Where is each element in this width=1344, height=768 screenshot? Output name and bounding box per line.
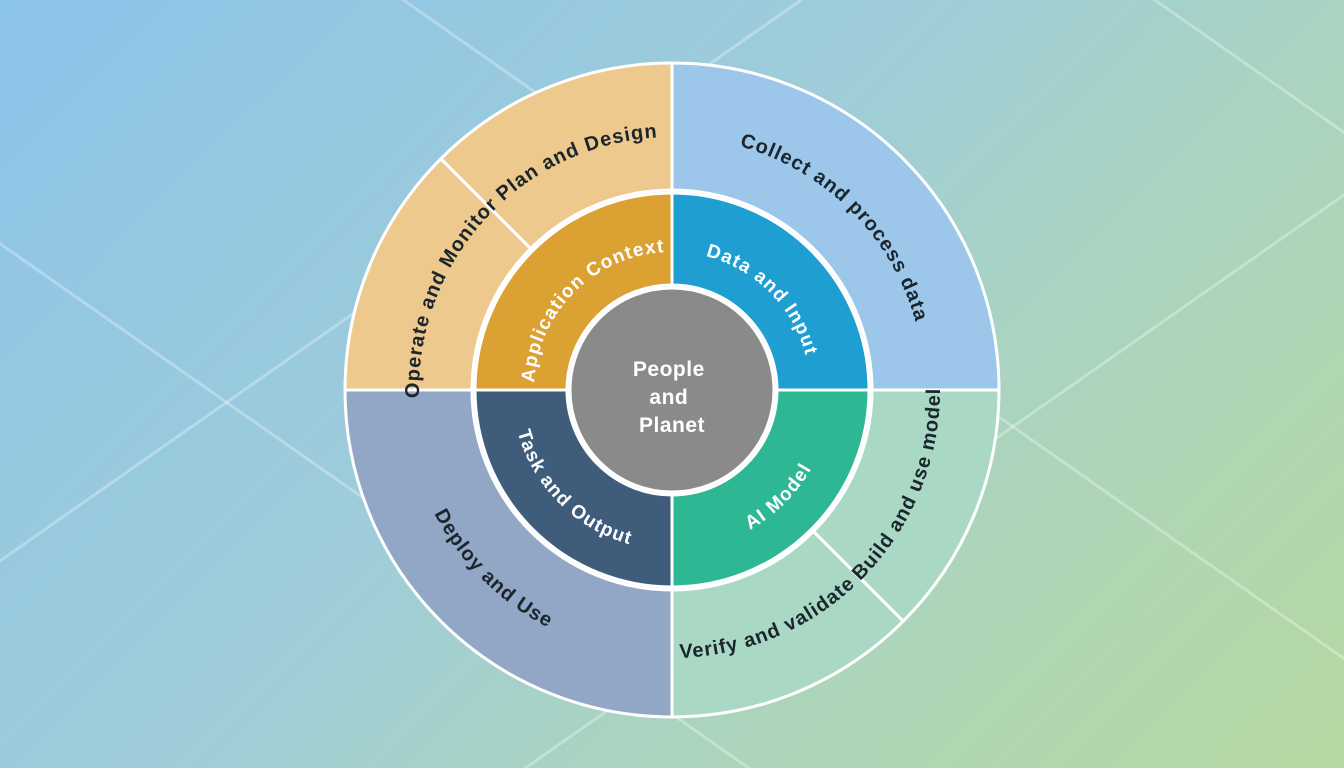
center-circle xyxy=(568,286,776,494)
sector-data-and-input xyxy=(670,191,871,392)
sector-deploy-and-use xyxy=(343,388,674,719)
sector-ai-model xyxy=(670,388,871,589)
sector-verify-and-validate xyxy=(670,529,905,719)
center-label: People and Planet xyxy=(633,358,711,437)
sector-build-and-use-model xyxy=(811,388,1001,623)
sector-application-context xyxy=(473,191,674,392)
sector-task-and-output xyxy=(473,388,674,589)
outer-ring xyxy=(343,61,1001,719)
inner-ring xyxy=(473,191,871,589)
sector-collect-and-process-data xyxy=(670,61,1001,392)
